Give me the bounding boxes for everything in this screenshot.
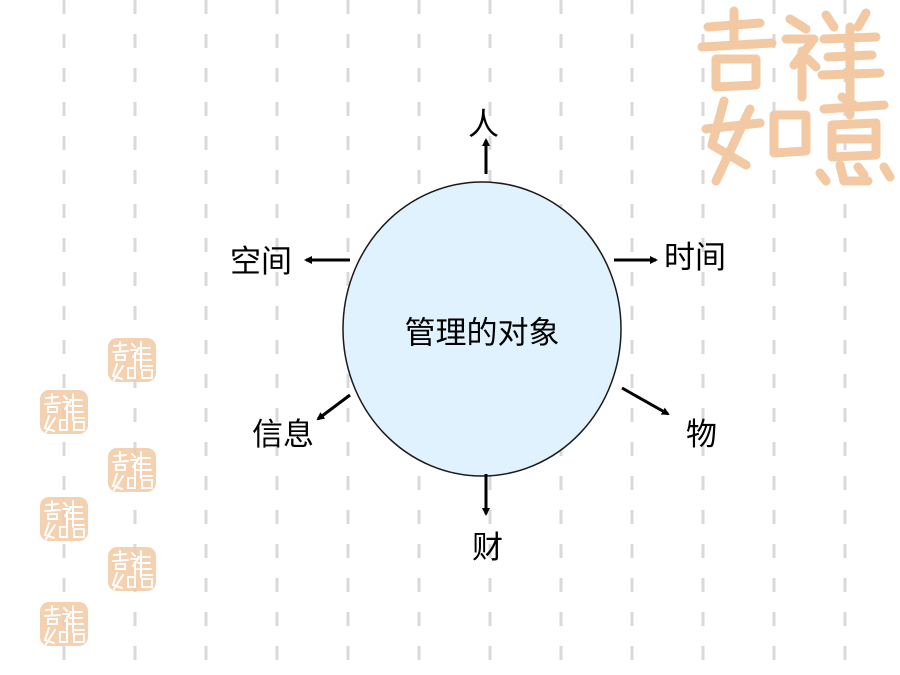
node-label-space: 空间 xyxy=(230,244,292,280)
auspicious-seal-small xyxy=(108,338,156,382)
auspicious-seal-small xyxy=(108,448,156,492)
node-label-finance: 财 xyxy=(472,530,503,566)
node-label-material: 物 xyxy=(686,417,717,453)
auspicious-seal-small xyxy=(40,497,88,541)
center-label: 管理的对象 xyxy=(404,315,560,352)
node-label-person: 人 xyxy=(468,107,499,143)
arrow-lower-right xyxy=(621,386,670,416)
auspicious-seal-small xyxy=(40,602,88,646)
center-circle xyxy=(342,181,622,477)
node-label-information: 信息 xyxy=(252,417,314,453)
auspicious-seal-large xyxy=(697,6,895,186)
auspicious-seal-small xyxy=(108,547,156,591)
auspicious-seal-small xyxy=(40,390,88,434)
node-label-time: 时间 xyxy=(664,240,726,276)
arrow-lower-left xyxy=(316,393,351,421)
